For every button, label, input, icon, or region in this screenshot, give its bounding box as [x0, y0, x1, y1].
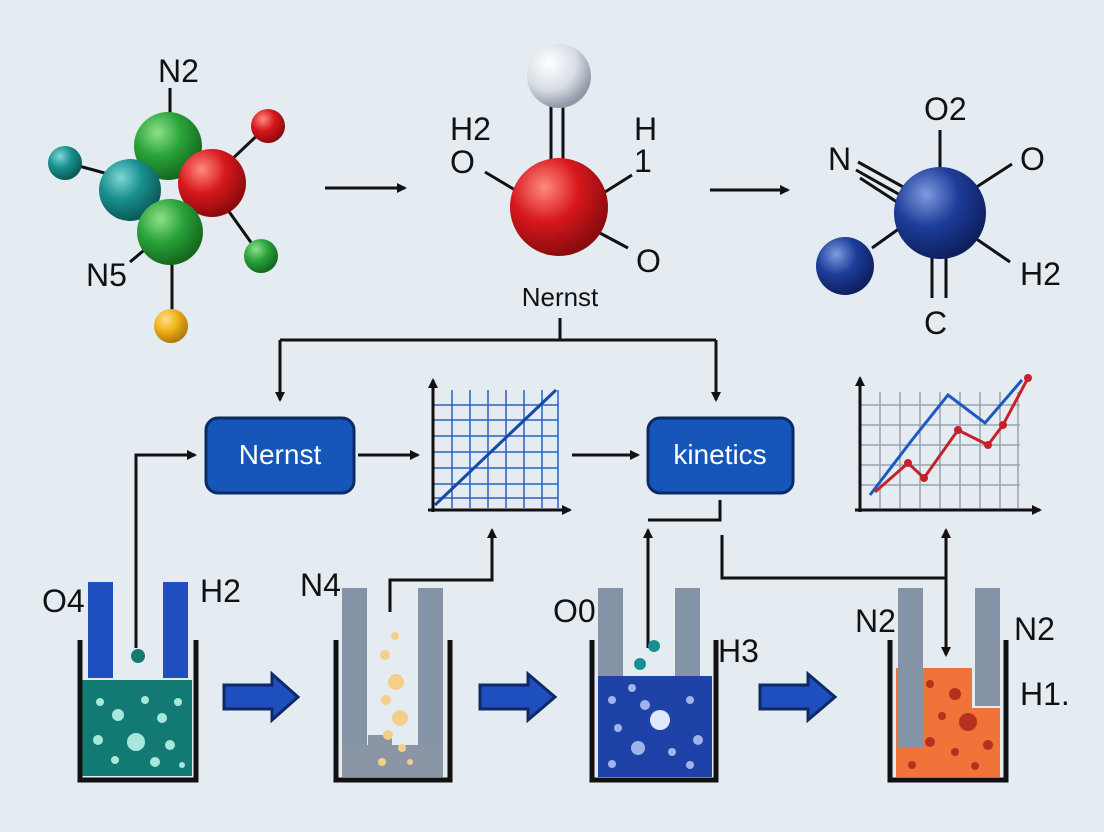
cell-4-label-right: N2	[1014, 611, 1055, 647]
molecule-middle: H2 O H 1 O	[450, 44, 661, 279]
molecule-right-bonds	[855, 130, 1013, 298]
cell-4-label-left: N2	[855, 603, 896, 639]
cell-2-bubbles	[378, 632, 413, 766]
red-atom-large	[178, 149, 246, 217]
electrode-right	[675, 588, 700, 676]
label-n5: N5	[86, 257, 127, 293]
cell-3-bubbles	[608, 684, 703, 769]
arrow-cell-3-4	[758, 670, 838, 724]
electrode-right	[163, 582, 188, 678]
cell-1-label-left: O4	[42, 583, 85, 619]
cell-4-bubbles	[908, 680, 993, 770]
graph-linear	[428, 378, 572, 515]
cell-3-label-right: H3	[718, 633, 759, 669]
arrow-cell-2-3	[478, 670, 558, 724]
red-atom-small	[251, 109, 285, 143]
electrode-right	[418, 588, 443, 748]
arrow-cell-1-2	[222, 670, 301, 724]
cell-3-label-left: O0	[553, 593, 596, 629]
cell-1-label-right: H2	[200, 573, 241, 609]
label-h: H	[634, 111, 657, 147]
electrode-right	[975, 588, 1000, 706]
cell-1: O4 H2	[42, 573, 241, 783]
electrode-left	[598, 588, 623, 676]
cell-1-drop	[131, 649, 145, 663]
electrode-left	[88, 582, 113, 678]
box-nernst: Nernst	[204, 416, 356, 495]
box-kinetics: kinetics	[646, 416, 795, 495]
box-nernst-label: Nernst	[239, 439, 322, 470]
caption-nernst: Nernst	[522, 282, 599, 312]
electrode-left	[898, 588, 923, 748]
red-atom-center	[510, 158, 608, 256]
split-arrows	[275, 318, 721, 402]
graph-kinetics-grid	[860, 392, 1020, 508]
beaker-4	[887, 640, 1009, 783]
graph-kinetics-blue-series	[868, 379, 1024, 496]
label-h2: H2	[450, 111, 491, 147]
cell-3-drop-2	[634, 658, 646, 670]
molecule-right: O2 N O H2 C	[816, 91, 1061, 341]
cell-2: N4	[300, 567, 453, 783]
teal-atom	[48, 146, 82, 180]
green-atom-bottom	[137, 199, 203, 265]
label-1: 1	[634, 143, 652, 179]
label-o2: O2	[924, 91, 967, 127]
molecule-left: N2 N5	[48, 53, 285, 343]
cell-2-label-left: N4	[300, 567, 341, 603]
connector-arrows	[134, 450, 951, 657]
graph-kinetics-red-series	[874, 377, 1030, 494]
cell-3-drop-1	[648, 640, 660, 652]
label-o-bottom: O	[636, 243, 661, 279]
cell-4-label-right-2: H1.	[1020, 676, 1070, 712]
navy-atom-center	[894, 167, 986, 259]
green-atom-small	[244, 239, 278, 273]
beaker-3	[589, 640, 719, 783]
label-h2-right: H2	[1020, 256, 1061, 292]
label-n2: N2	[158, 53, 199, 89]
graph-linear-line	[433, 388, 558, 507]
teal-atom-large	[99, 159, 161, 221]
beaker-1	[77, 640, 199, 783]
cell-1-bubbles	[93, 696, 185, 768]
label-o-right: O	[1020, 141, 1045, 177]
cell-3: O0 H3	[553, 588, 759, 783]
navy-atom-small	[816, 237, 874, 295]
graph-kinetics	[855, 374, 1042, 515]
electrode-left	[342, 588, 367, 748]
white-atom	[527, 44, 591, 108]
cell-4: N2 N2 H1.	[855, 588, 1070, 783]
beaker-2	[333, 640, 453, 783]
graph-kinetics-red-points	[904, 374, 1032, 482]
label-c: C	[924, 305, 947, 341]
label-n: N	[828, 141, 851, 177]
yellow-atom	[154, 309, 188, 343]
box-kinetics-label: kinetics	[673, 439, 766, 470]
label-o-left: O	[450, 144, 475, 180]
